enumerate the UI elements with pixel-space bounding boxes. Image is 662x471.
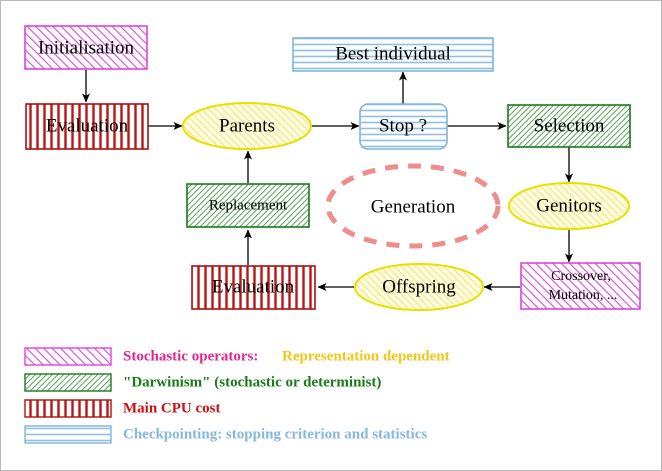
node-evaluation-top[interactable]: Evaluation (25, 103, 149, 150)
evaluation-top-box[interactable] (25, 103, 149, 150)
node-offspring[interactable]: Offspring (354, 263, 484, 311)
evaluation-bottom-box[interactable] (191, 265, 316, 310)
offspring-ellipse[interactable] (354, 263, 484, 311)
node-best-individual[interactable]: Best individual (292, 37, 494, 72)
legend-item-0: Stochastic operators: Representation dep… (24, 347, 450, 366)
best-individual-box[interactable] (292, 37, 494, 72)
node-selection[interactable]: Selection (507, 104, 631, 148)
legend: Stochastic operators: Representation dep… (24, 347, 450, 444)
replacement-label: Replacement (209, 197, 288, 213)
node-genitors[interactable]: Genitors (508, 182, 630, 230)
legend-label-primary-2: Main CPU cost (123, 400, 221, 416)
initialisation-box[interactable] (24, 25, 148, 70)
genitors-label: Genitors (536, 195, 601, 216)
legend-swatch-green-diagonal-hatch (24, 373, 112, 392)
edge-layer (82, 70, 573, 291)
stop-box[interactable] (359, 103, 448, 150)
stop-label: Stop ? (379, 115, 427, 136)
legend-swatch-magenta-diagonal-hatch (24, 347, 112, 366)
initialisation-label: Initialisation (38, 37, 135, 58)
evaluation-bottom-label: Evaluation (212, 276, 295, 297)
genitors-ellipse[interactable] (508, 182, 630, 230)
legend-swatch-red-vertical-hatch (24, 399, 112, 418)
evaluation-top-label: Evaluation (46, 115, 129, 136)
crossover-mutation-label-line1: Crossover, (551, 269, 611, 284)
parents-ellipse[interactable] (182, 102, 312, 150)
node-generation: Generation (325, 163, 501, 249)
replacement-box[interactable] (186, 183, 310, 228)
node-replacement[interactable]: Replacement (186, 183, 310, 228)
crossover-mutation-label-line2: Mutation, ... (549, 288, 618, 303)
node-parents[interactable]: Parents (182, 102, 312, 150)
offspring-label: Offspring (382, 276, 456, 297)
node-crossover-mutation[interactable]: Crossover, Mutation, ... (520, 262, 641, 310)
best-individual-label: Best individual (335, 43, 451, 64)
node-evaluation-bottom[interactable]: Evaluation (191, 265, 316, 310)
selection-label: Selection (534, 115, 605, 136)
legend-label-primary-3: Checkpointing: stopping criterion and st… (123, 426, 427, 442)
generation-label: Generation (371, 196, 456, 217)
selection-box[interactable] (507, 104, 631, 148)
node-stop[interactable]: Stop ? (359, 103, 448, 150)
legend-label-secondary-0: Representation dependent (282, 348, 450, 364)
generation-dashed-ellipse (325, 163, 501, 249)
parents-label: Parents (219, 115, 275, 136)
legend-label-primary-0: Stochastic operators: (123, 348, 258, 364)
legend-item-1: "Darwinism" (stochastic or determinist) (24, 373, 381, 392)
legend-label-primary-1: "Darwinism" (stochastic or determinist) (123, 374, 381, 390)
crossover-mutation-box[interactable] (520, 262, 641, 310)
node-initialisation[interactable]: Initialisation (24, 25, 148, 70)
legend-item-2: Main CPU cost (24, 399, 221, 418)
legend-swatch-blue-horizontal-hatch (24, 425, 112, 444)
legend-item-3: Checkpointing: stopping criterion and st… (24, 425, 427, 444)
